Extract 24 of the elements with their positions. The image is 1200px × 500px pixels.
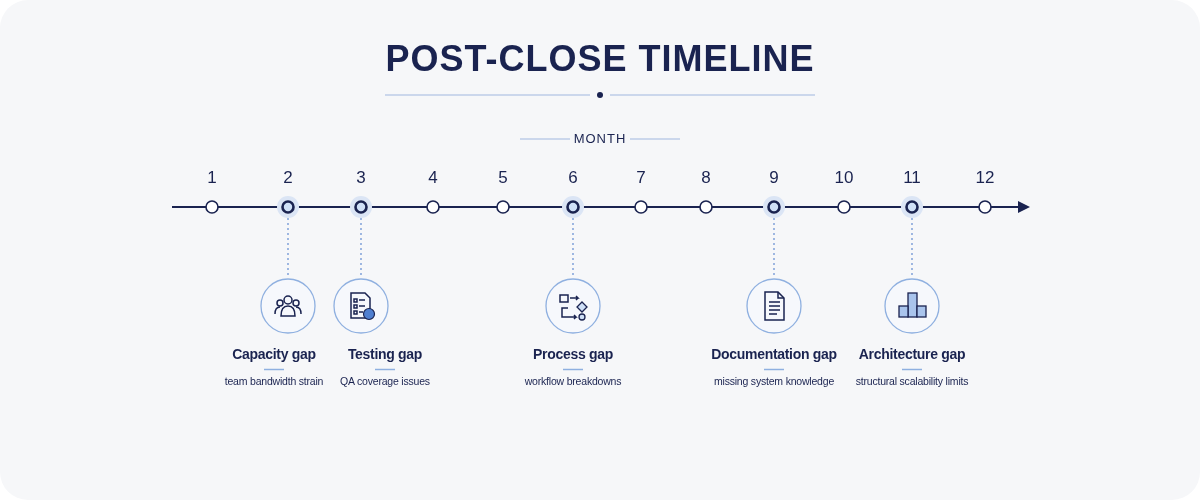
month-number: 1 — [206, 168, 218, 188]
month-number: 9 — [768, 168, 780, 188]
month-number: 10 — [833, 168, 855, 188]
gap-description: missing system knowledge — [713, 375, 835, 387]
gap-description: team bandwidth strain — [224, 375, 324, 387]
gap-description: structural scalability limits — [855, 375, 969, 387]
month-number: 8 — [700, 168, 712, 188]
month-number: 12 — [974, 168, 996, 188]
gap-description: QA coverage issues — [340, 375, 430, 387]
gap-heading: Documentation gap — [711, 346, 837, 362]
month-number: 2 — [282, 168, 294, 188]
axis-label: MONTH — [572, 131, 628, 146]
gap-heading: Testing gap — [347, 346, 423, 362]
gap-heading: Architecture gap — [858, 346, 966, 362]
month-number: 7 — [635, 168, 647, 188]
gap-description: workflow breakdowns — [524, 375, 622, 387]
gap-heading: Capacity gap — [232, 346, 316, 362]
month-number: 11 — [902, 168, 922, 188]
month-number: 3 — [355, 168, 367, 188]
month-number: 4 — [427, 168, 439, 188]
month-number: 5 — [497, 168, 509, 188]
month-number: 6 — [567, 168, 579, 188]
title: POST-CLOSE TIMELINE — [384, 38, 816, 80]
gap-heading: Process gap — [533, 346, 613, 362]
